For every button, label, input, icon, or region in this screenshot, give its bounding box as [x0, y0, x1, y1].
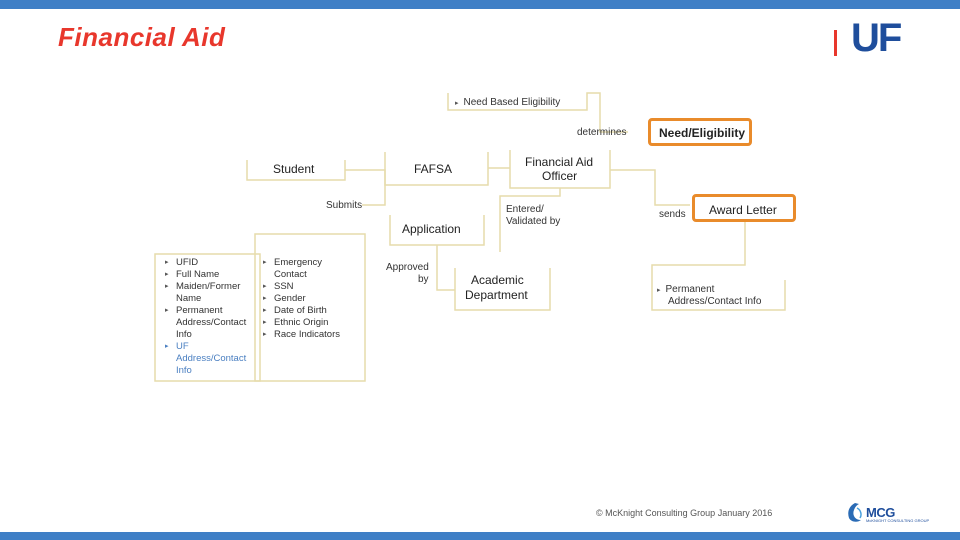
- need-eligibility-label: Need/Eligibility: [659, 126, 746, 140]
- sends-line: [610, 169, 690, 206]
- list-item: Full Name: [165, 269, 260, 281]
- student-node: Student: [273, 162, 315, 176]
- need-eligibility-box: Need/Eligibility: [648, 118, 752, 146]
- list-item: Gender: [263, 293, 363, 305]
- mcg-logo-subtitle: McKNIGHT CONSULTING GROUP: [866, 518, 930, 523]
- submits-line: [345, 169, 386, 206]
- list-item: UFID: [165, 257, 260, 269]
- student-info-box: [154, 253, 261, 382]
- need-based-label: ▸Need Based Eligibility: [455, 97, 561, 108]
- award-letter-box: Award Letter: [692, 194, 796, 222]
- uf-logo: UF: [851, 16, 902, 60]
- logo-divider: [834, 30, 837, 56]
- approved-line1: Approved: [386, 262, 429, 273]
- academic-line1: Academic: [471, 273, 524, 287]
- entered-line: [499, 188, 561, 252]
- mcg-logo-icon: [848, 503, 862, 522]
- financial-aid-officer-line1: Financial Aid: [525, 155, 594, 169]
- copyright-text: © McKnight Consulting Group January 2016: [596, 508, 773, 518]
- list-item: Ethnic Origin: [263, 317, 363, 329]
- entered-line1: Entered/: [506, 204, 544, 215]
- bottom-accent-bar: [0, 532, 960, 540]
- fafsa-node: FAFSA: [414, 162, 453, 176]
- approved-line: [436, 245, 455, 291]
- financial-aid-officer-line2: Officer: [542, 169, 578, 183]
- need-based-bracket: [447, 92, 628, 133]
- entered-line2: Validated by: [506, 216, 561, 227]
- award-permanent-line: [651, 222, 746, 280]
- top-accent-bar: [0, 0, 960, 9]
- award-letter-label: Award Letter: [709, 203, 777, 217]
- list-item: Date of Birth: [263, 305, 363, 317]
- permanent-line1: ▸Permanent: [657, 284, 715, 295]
- permanent-line2: Address/Contact Info: [668, 296, 762, 307]
- bullet-icon: ▸: [657, 287, 661, 294]
- approved-line2: by: [418, 274, 429, 285]
- list-item: Race Indicators: [263, 329, 363, 341]
- submits-label: Submits: [326, 200, 363, 211]
- mcg-logo: MCG: [866, 505, 895, 520]
- determines-label: determines: [577, 127, 627, 138]
- academic-line2: Department: [465, 288, 528, 302]
- bullet-icon: ▸: [455, 100, 459, 107]
- page-title: Financial Aid: [58, 22, 226, 52]
- list-item: SSN: [263, 281, 363, 293]
- permanent-bracket: [651, 280, 786, 311]
- sends-label: sends: [659, 209, 686, 220]
- academic-bracket: [454, 268, 551, 311]
- application-node: Application: [402, 222, 461, 236]
